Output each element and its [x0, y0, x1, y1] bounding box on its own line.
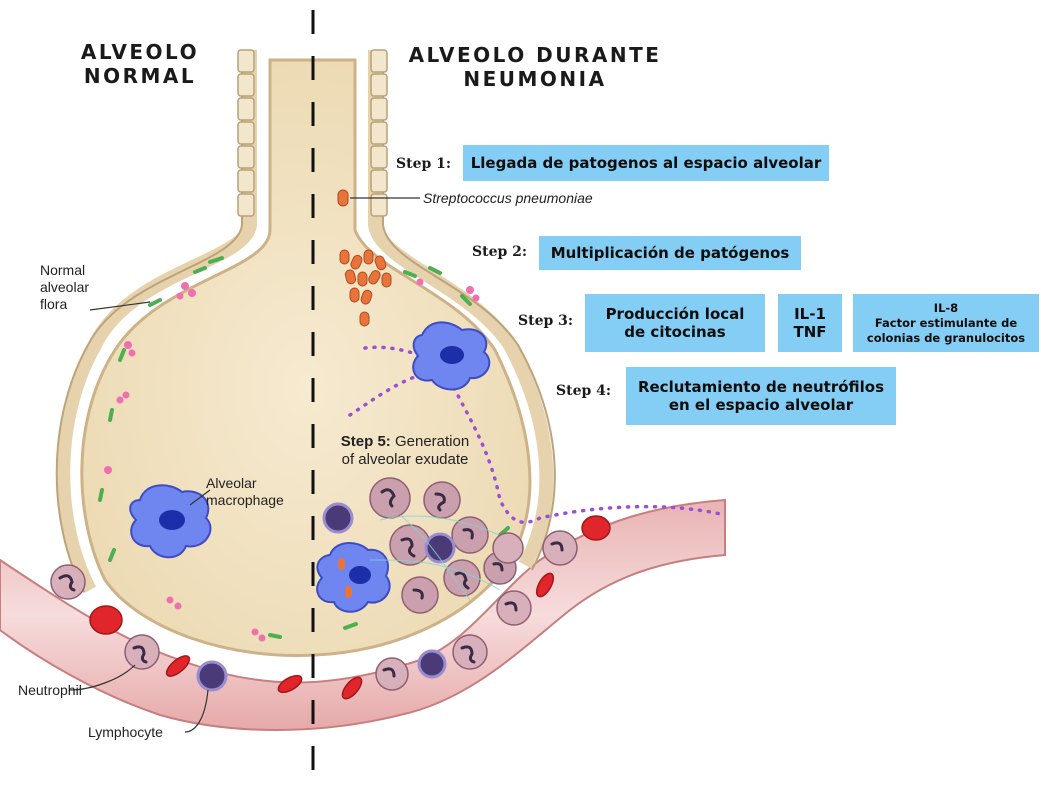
right-heading-line2: NEUMONIA: [463, 67, 606, 91]
step1-label: Step 1:: [396, 156, 451, 172]
pneumonia-alveolus-heading: ALVEOLO DURANTE NEUMONIA: [405, 43, 665, 91]
macrophage-line2: macrophage: [206, 492, 284, 508]
step2-box-text: Multiplicación de patógenos: [551, 244, 790, 262]
neutrophil-label: Neutrophil: [18, 682, 82, 699]
step1-box-text: Llegada de patogenos al espacio alveolar: [471, 154, 822, 172]
step3-box-a-line2: de citocinas: [624, 323, 725, 341]
step3-box-b-line2: TNF: [793, 323, 826, 341]
step3-il1-tnf-box: IL-1 TNF: [778, 294, 842, 352]
step5-line2: of alveolar exudate: [342, 451, 469, 468]
left-heading-line1: ALVEOLO: [81, 40, 199, 64]
right-heading-line1: ALVEOLO DURANTE: [409, 43, 662, 67]
macrophage-line1: Alveolar: [206, 475, 257, 491]
left-heading-line2: NORMAL: [84, 64, 196, 88]
step2-box: Multiplicación de patógenos: [539, 236, 801, 270]
lymphocyte-label: Lymphocyte: [88, 724, 163, 741]
step3-box-c-line3: colonias de granulocitos: [867, 331, 1025, 346]
step3-cytokine-box: Producción local de citocinas: [585, 294, 765, 352]
step3-box-c-line2: Factor estimulante de: [875, 316, 1017, 331]
flora-line1: Normal: [40, 262, 85, 278]
step3-box-c-line1: IL-8: [934, 301, 958, 316]
step4-box-line2: en el espacio alveolar: [669, 396, 853, 414]
step5-label: Step 5:: [341, 433, 391, 450]
macrophage-label: Alveolar macrophage: [206, 475, 284, 509]
step4-box-line1: Reclutamiento de neutrófilos: [638, 378, 884, 396]
flora-line2: alveolar: [40, 279, 89, 295]
step5-annotation: Step 5: Generation of alveolar exudate: [325, 433, 485, 469]
step1-box: Llegada de patogenos al espacio alveolar: [463, 145, 829, 181]
step3-label: Step 3:: [518, 313, 573, 329]
pathogen-label: Streptococcus pneumoniae: [423, 190, 593, 207]
flora-line3: flora: [40, 296, 67, 312]
step4-label: Step 4:: [556, 383, 611, 399]
normal-alveolus-heading: ALVEOLO NORMAL: [40, 40, 240, 88]
normal-flora-label: Normal alveolar flora: [40, 262, 89, 313]
step4-box: Reclutamiento de neutrófilos en el espac…: [626, 367, 896, 425]
step2-label: Step 2:: [472, 244, 527, 260]
step3-box-a-line1: Producción local: [606, 305, 745, 323]
step3-il8-box: IL-8 Factor estimulante de colonias de g…: [853, 294, 1039, 352]
step5-line1: Generation: [395, 433, 469, 450]
step3-box-b-line1: IL-1: [794, 305, 826, 323]
